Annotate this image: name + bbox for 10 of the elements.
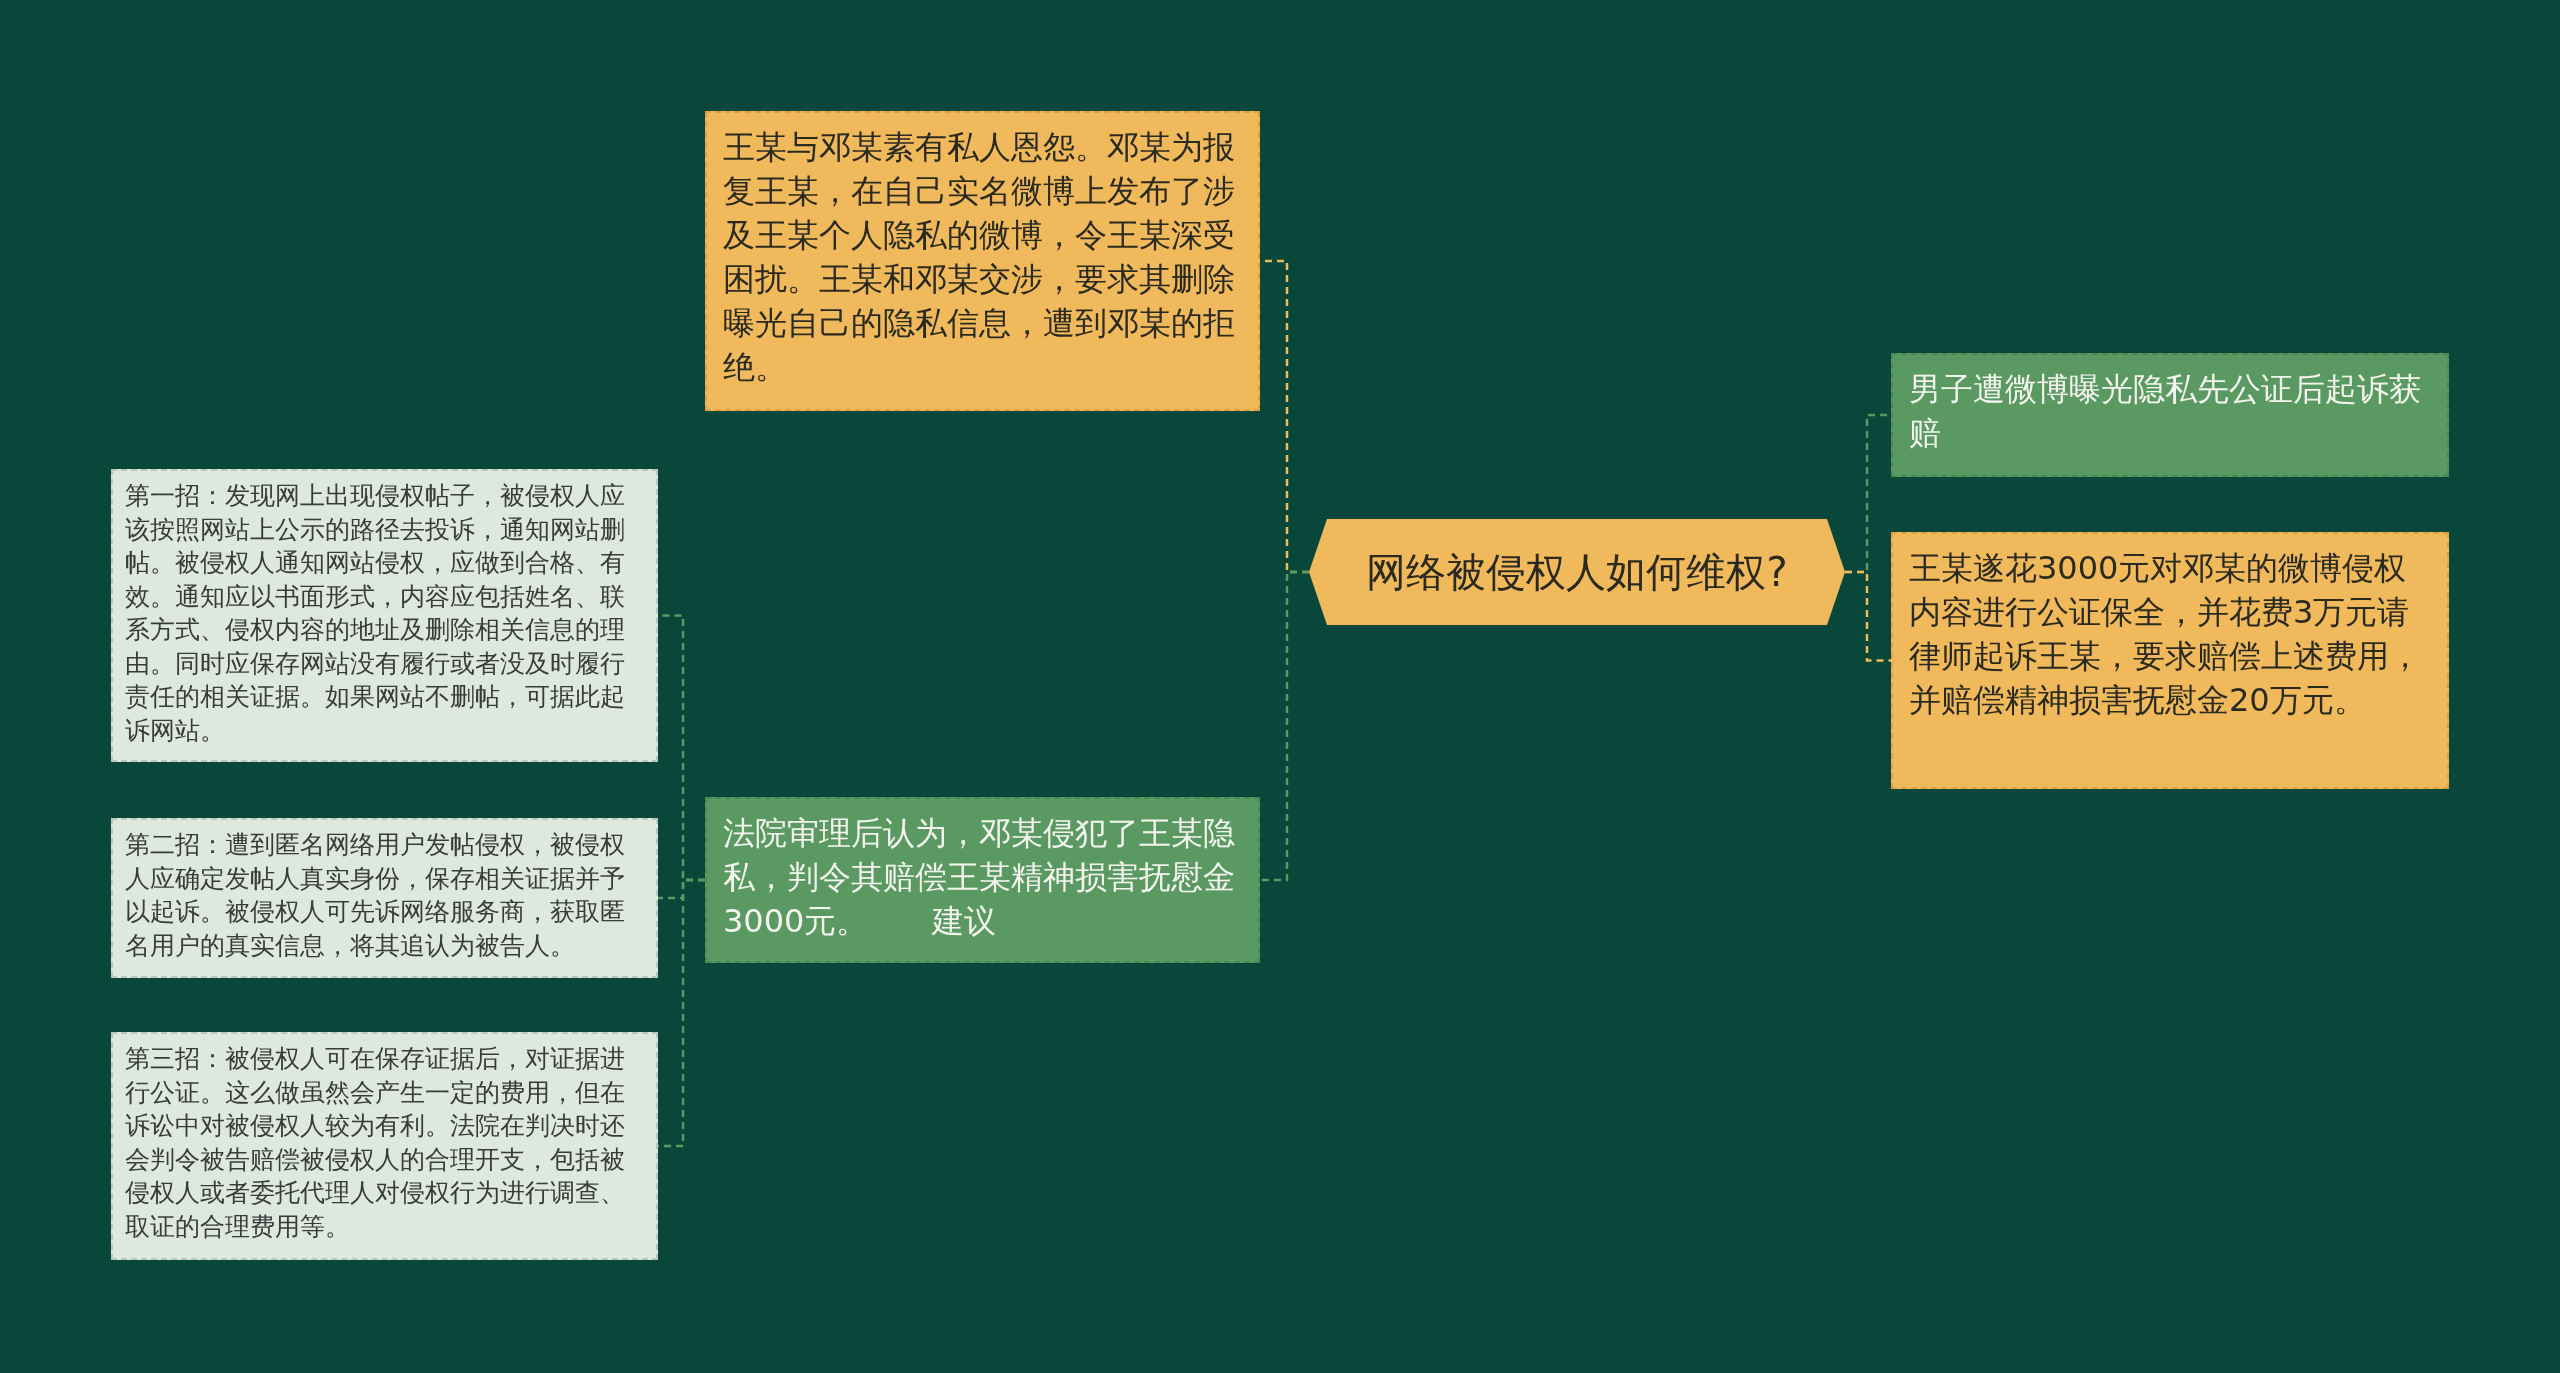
connector-line <box>1845 570 1891 662</box>
topic-box: 男子遭微博曝光隐私先公证后起诉获赔 <box>1891 353 2449 477</box>
note-box: 第一招：发现网上出现侵权帖子，被侵权人应该按照网站上公示的路径去投诉，通知网站删帖。被侵权人通知网站侵权，应做到合格、有效。通知应以书面形式，内容应包括姓名、联系方式、侵权内容的地址及删除相关信息的理由。同时应保存网站没有履行或者没及时履行责任的相关证据。如果网站不删帖，可据此起诉网站。 <box>111 469 658 762</box>
topic-box: 法院审理后认为，邓某侵犯了王某隐私，判令其赔偿王某精神损害抚慰金3000元。 建议 <box>705 797 1260 963</box>
central-topic: 网络被侵权人如何维权? <box>1309 519 1845 625</box>
note-box: 第三招：被侵权人可在保存证据后，对证据进行公证。这么做虽然会产生一定的费用，但在诉讼中对被侵权人较为有利。法院在判决时还会判令被告赔偿被侵权人的合理开支，包括被侵权人或者委托代理人对侵权行为进行调查、取证的合理费用等。 <box>111 1032 658 1260</box>
topic-box: 王某与邓某素有私人恩怨。邓某为报复王某，在自己实名微博上发布了涉及王某个人隐私的微博，令王某深受困扰。王某和邓某交涉，要求其删除曝光自己的隐私信息，遭到邓某的拒绝。 <box>705 111 1260 411</box>
topic-box: 王某遂花3000元对邓某的微博侵权内容进行公证保全，并花费3万元请律师起诉王某，要求赔偿上述费用，并赔偿精神损害抚慰金20万元。 <box>1891 532 2449 789</box>
note-box: 第二招：遭到匿名网络用户发帖侵权，被侵权人应确定发帖人真实身份，保存相关证据并予以起诉。被侵权人可先诉网络服务商，获取匿名用户的真实信息，将其追认为被告人。 <box>111 818 658 978</box>
connector-line <box>1260 570 1309 882</box>
